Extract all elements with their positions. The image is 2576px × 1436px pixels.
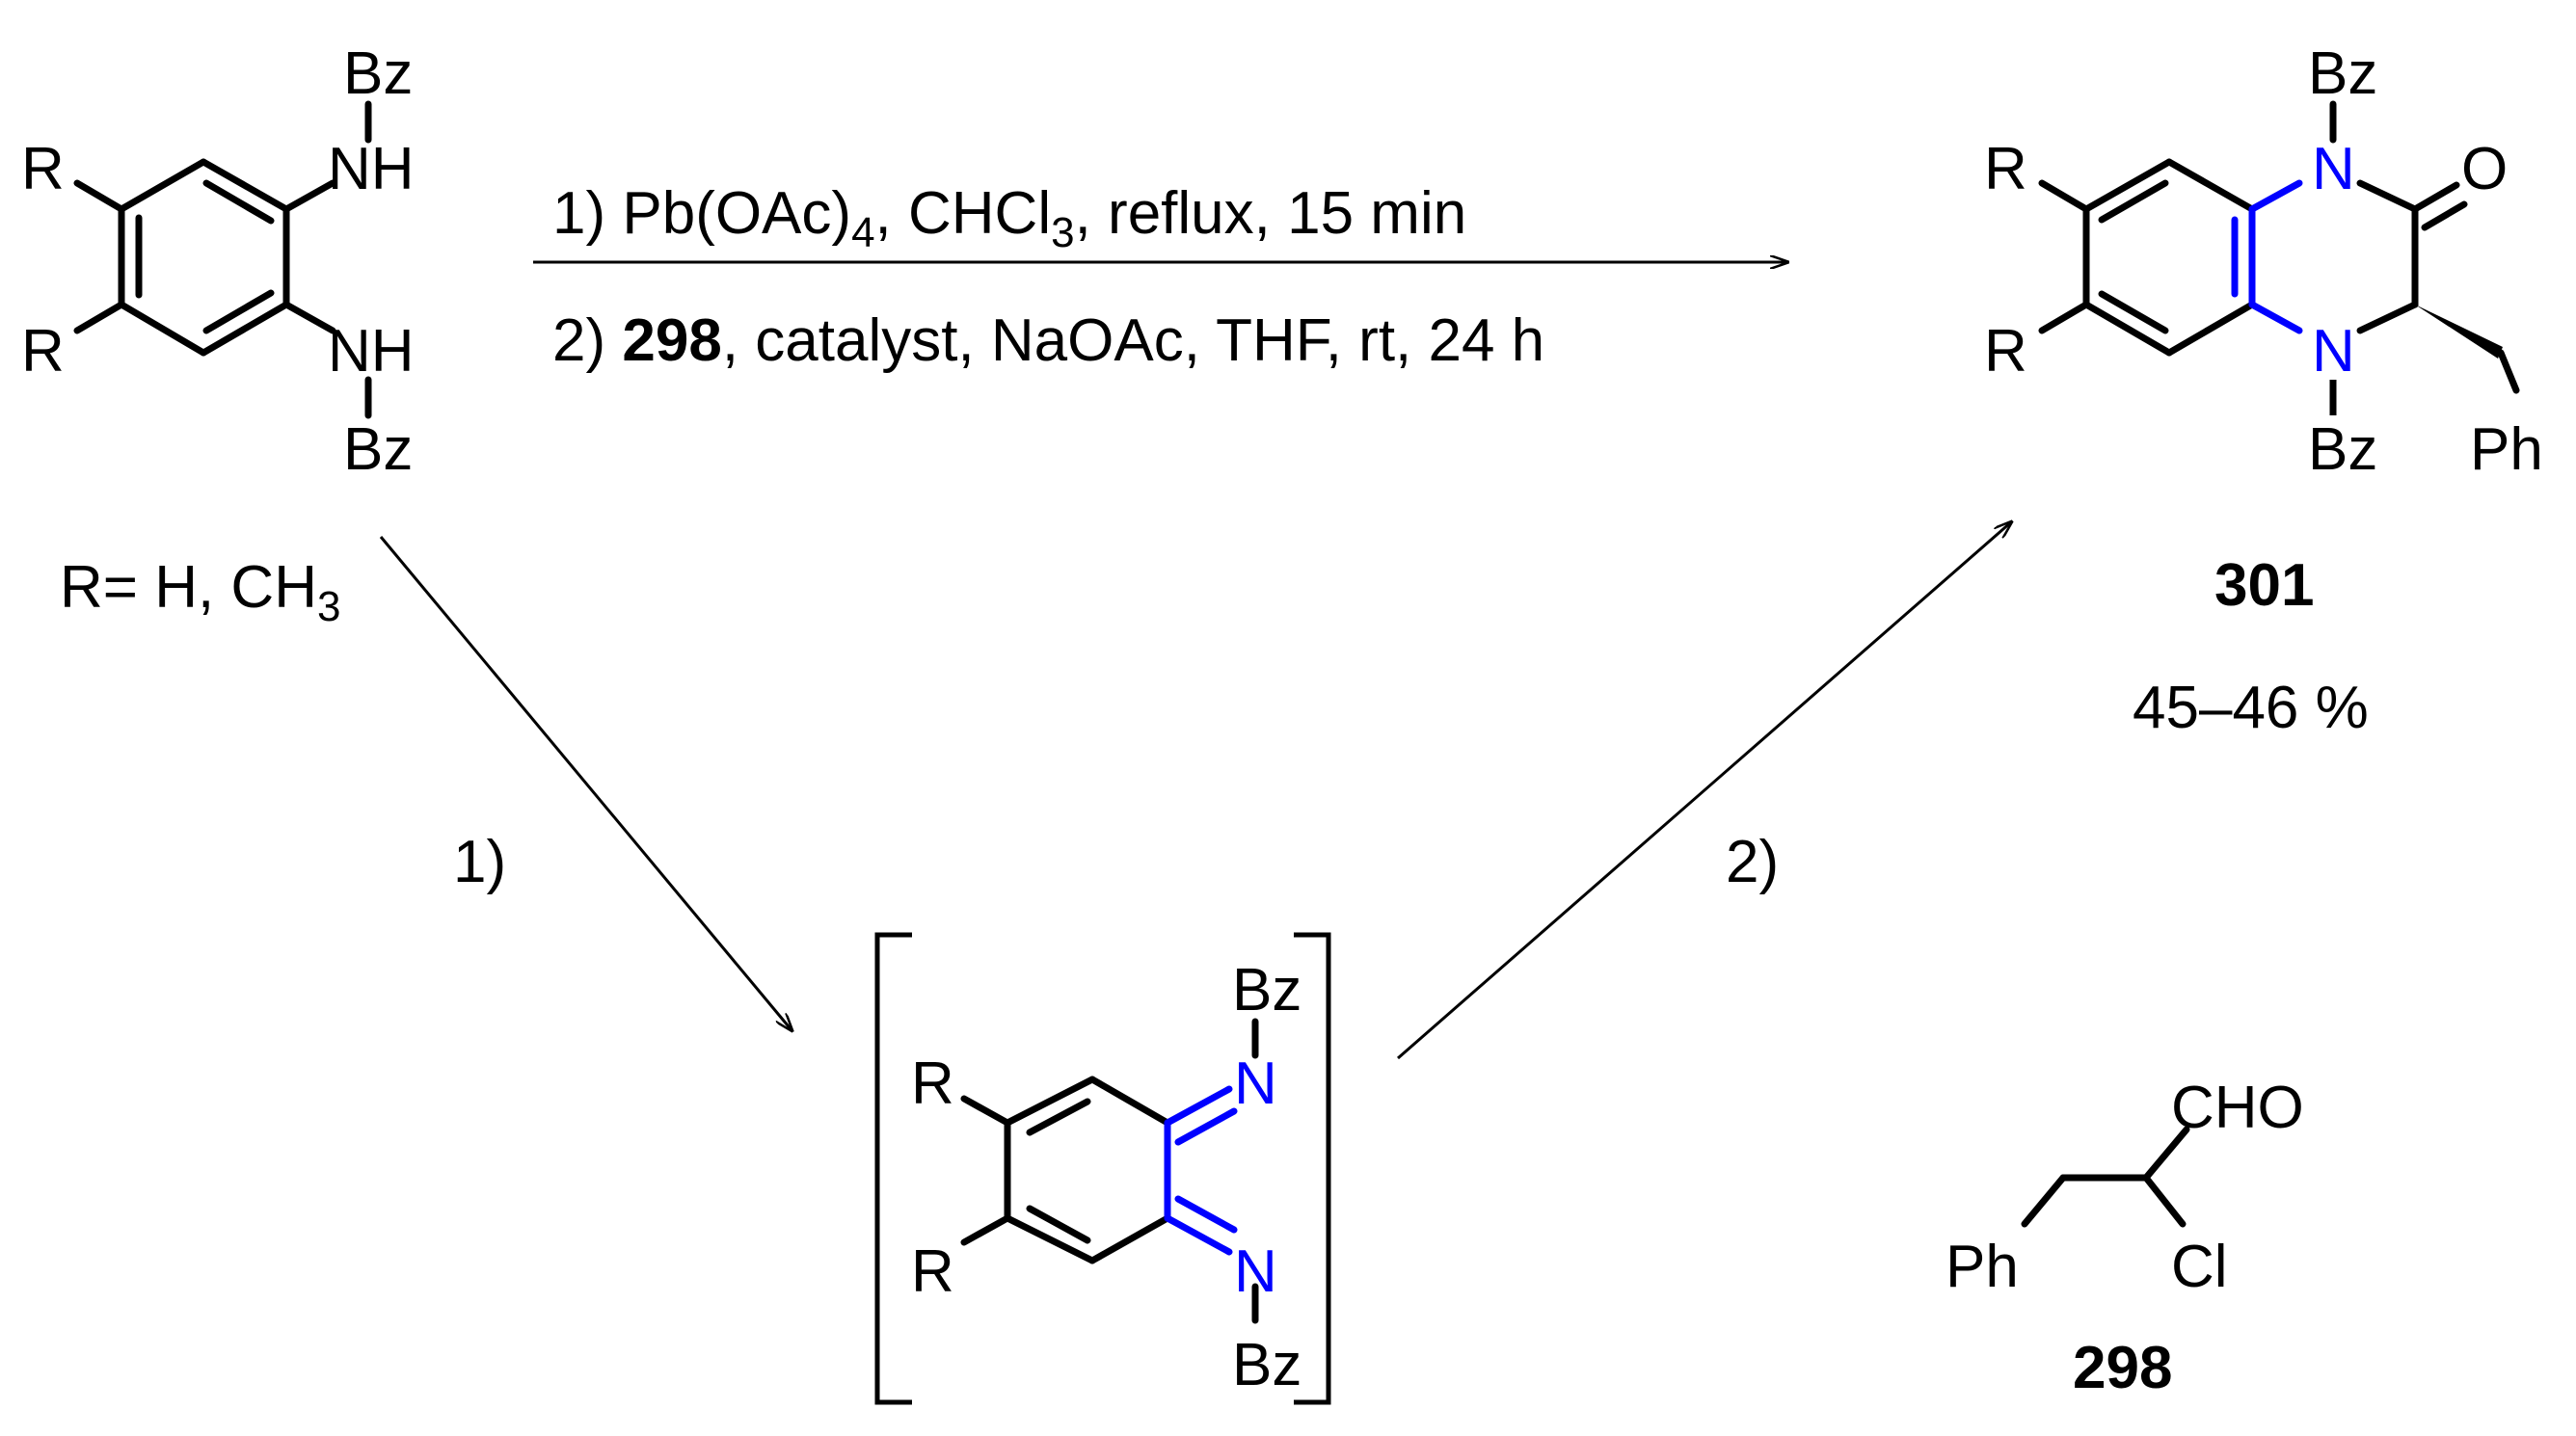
- product-molecule: [2038, 100, 2520, 394]
- step2-label: 2): [1726, 829, 1779, 895]
- conditions-step1: 1) Pb(OAc)4, CHCl3, reflux, 15 min: [552, 180, 1466, 256]
- product-number: 301: [2214, 552, 2314, 619]
- reactant-r-definition: R= H, CH3: [60, 554, 340, 630]
- reactant-nh-top: NH: [328, 136, 415, 202]
- intermediate-n-bottom: N: [1234, 1238, 1277, 1305]
- reactant-nh-bottom: NH: [328, 318, 415, 385]
- intermediate-brackets: [874, 932, 1331, 1405]
- aldehyde-number: 298: [2073, 1335, 2172, 1401]
- aldehyde-cho: CHO: [2171, 1075, 2304, 1141]
- intermediate-molecule: [960, 1018, 1259, 1324]
- step1-label: 1): [453, 829, 506, 895]
- product-n-top: N: [2312, 136, 2355, 202]
- reactant-molecule: [73, 100, 372, 419]
- aldehyde-molecule: [2021, 1126, 2190, 1228]
- product-r-top: R: [1984, 136, 2027, 202]
- aldehyde-cl: Cl: [2171, 1234, 2228, 1300]
- reactant-bz-top: Bz: [343, 40, 413, 107]
- intermediate-r-top: R: [911, 1050, 954, 1117]
- intermediate-r-bottom: R: [911, 1238, 954, 1305]
- product-oxygen: O: [2461, 136, 2508, 202]
- product-wedge-bond: [2415, 305, 2503, 359]
- product-bz-top: Bz: [2308, 40, 2377, 107]
- reactant-bz-bottom: Bz: [343, 416, 413, 483]
- product-bz-bottom: Bz: [2308, 416, 2377, 483]
- step1-arrow: [379, 536, 792, 1031]
- reactant-r-top: R: [21, 136, 65, 202]
- product-phenyl: Ph: [2470, 416, 2543, 483]
- product-r-bottom: R: [1984, 318, 2027, 385]
- reactant-r-bottom: R: [21, 318, 65, 385]
- aldehyde-ph: Ph: [1945, 1234, 2019, 1300]
- product-yield: 45–46 %: [2133, 675, 2369, 741]
- intermediate-n-top: N: [1234, 1050, 1277, 1117]
- intermediate-bz-top: Bz: [1232, 957, 1301, 1024]
- step2-arrow: [1397, 521, 2012, 1060]
- conditions-step2: 2) 298, catalyst, NaOAc, THF, rt, 24 h: [552, 307, 1544, 374]
- intermediate-bz-bottom: Bz: [1232, 1332, 1301, 1398]
- product-n-bottom: N: [2312, 318, 2355, 385]
